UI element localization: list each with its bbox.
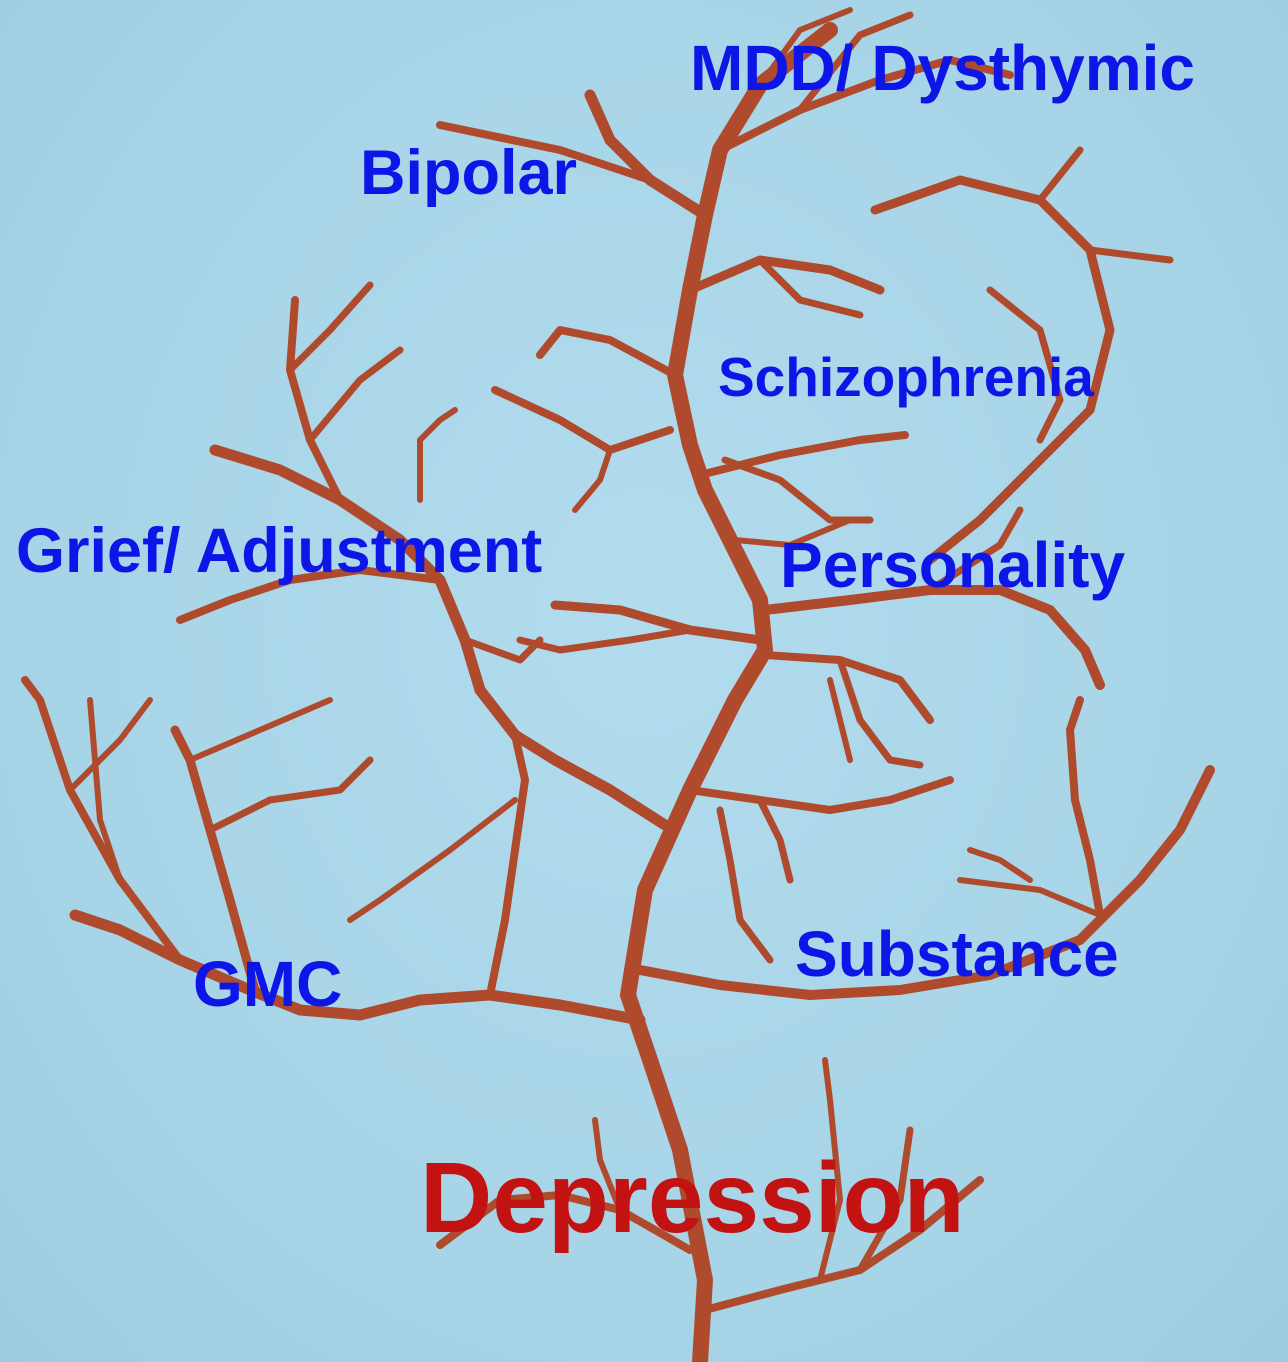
branch-center-left-2	[520, 630, 690, 650]
branch-substance-twig-3	[960, 880, 1100, 915]
branch-grief-up-2	[310, 350, 400, 440]
branch-lower-right-twig-2	[720, 810, 770, 960]
branch-gmc-left-3	[70, 700, 150, 790]
branch-mid-left-2	[495, 390, 670, 450]
branch-mid-left-3	[575, 450, 610, 510]
branch-mid-right-2	[725, 460, 870, 520]
branch-gmc-stem-3	[190, 700, 330, 760]
label-substance: Substance	[795, 922, 1119, 986]
branch-schizo-right-twig-2	[1090, 250, 1170, 260]
branch-gmc-stem-2	[210, 760, 370, 830]
label-gmc: GMC	[193, 952, 342, 1016]
label-mdd-dysthymic: MDD/ Dysthymic	[690, 36, 1195, 100]
branch-schizo-right-twig	[1040, 150, 1080, 200]
branch-lower-right	[690, 780, 950, 810]
branch-grief-up-3	[290, 285, 370, 370]
label-bipolar: Bipolar	[360, 142, 577, 205]
branch-mid-right	[700, 435, 905, 475]
branch-grief-up-4	[420, 410, 455, 500]
branch-mid-left	[540, 330, 675, 375]
branch-substance-twig-2	[970, 850, 1030, 880]
label-depression-root: Depression	[420, 1148, 965, 1248]
branch-grief-main	[215, 450, 665, 825]
label-schizophrenia: Schizophrenia	[718, 350, 1094, 405]
branch-lower-right-twig	[760, 800, 790, 880]
label-grief-adjustment: Grief/ Adjustment	[16, 520, 542, 583]
branch-gmc-up	[490, 735, 525, 995]
branch-substance-twig	[1070, 700, 1100, 915]
label-personality: Personality	[780, 533, 1125, 597]
branch-bipolar	[590, 95, 705, 215]
branch-gmc-up-2	[350, 800, 515, 920]
branch-personality	[765, 590, 1100, 685]
